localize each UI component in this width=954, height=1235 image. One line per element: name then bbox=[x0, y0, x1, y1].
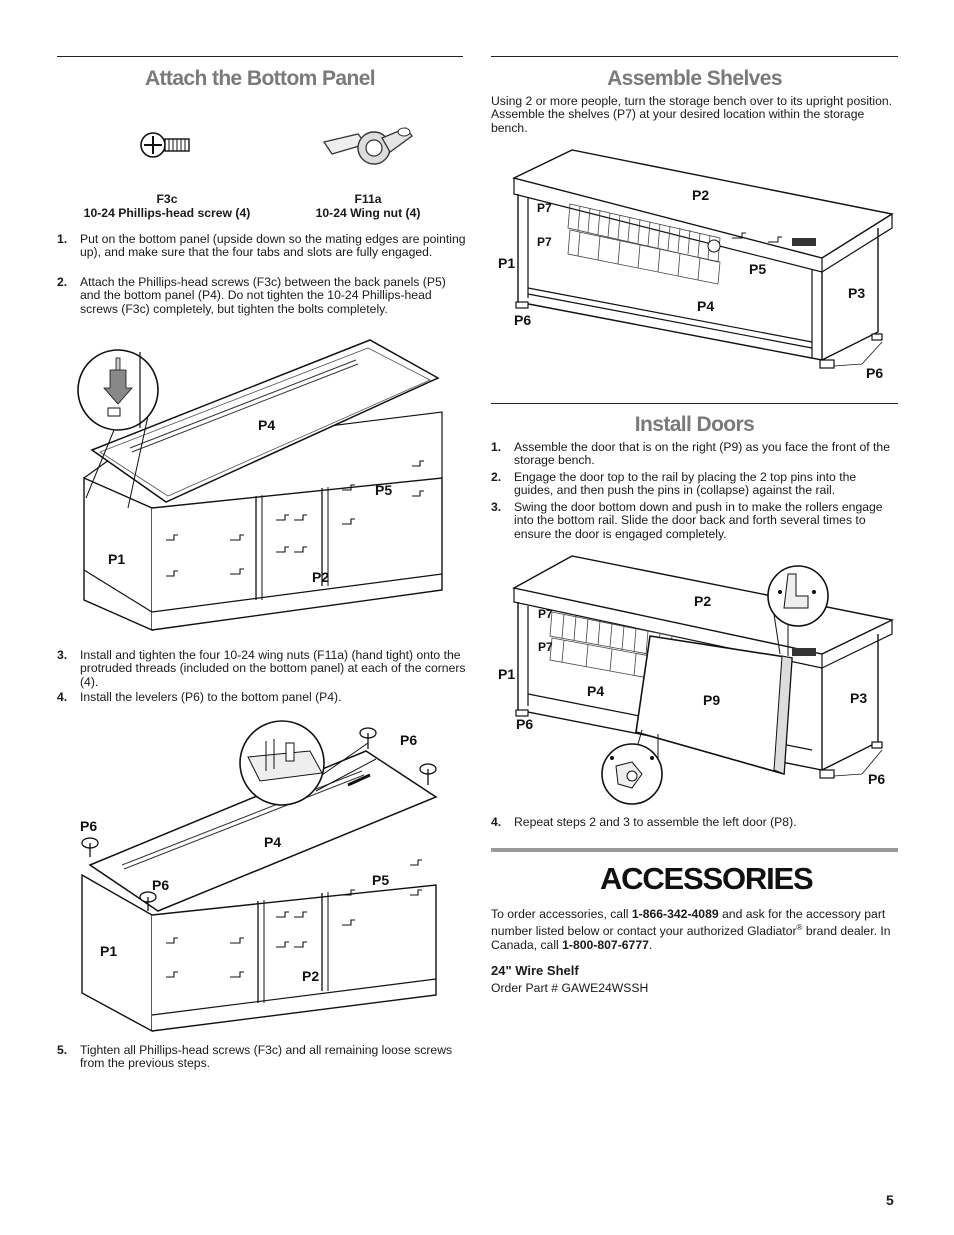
fig3-label-p1: P1 bbox=[498, 255, 515, 271]
fig4-label-p7-top: P7 bbox=[538, 607, 553, 621]
fig1-label-p4: P4 bbox=[258, 417, 275, 433]
fig1-label-p5: P5 bbox=[375, 482, 392, 498]
step-number: 1. bbox=[491, 440, 502, 454]
phone-canada: 1-800-807-6777 bbox=[562, 937, 649, 952]
step-number: 4. bbox=[491, 815, 502, 829]
part-desc-f11a: 10-24 Wing nut (4) bbox=[315, 206, 421, 220]
accessories-title: ACCESSORIES bbox=[600, 861, 814, 896]
step-text: Install the levelers (P6) to the bottom … bbox=[80, 690, 342, 704]
fig3-label-p6-right: P6 bbox=[866, 365, 883, 381]
fig4-label-p9: P9 bbox=[703, 692, 720, 708]
fig1-label-p2: P2 bbox=[312, 569, 329, 585]
accessories-intro-4: . bbox=[648, 937, 653, 952]
step-number: 2. bbox=[491, 470, 502, 484]
figure-attach-bottom-panel: P4 P5 P1 P2 bbox=[70, 330, 460, 640]
step-text: Put on the bottom panel (upside down so … bbox=[80, 232, 466, 260]
fig2-label-p6-left: P6 bbox=[80, 818, 97, 834]
accessories-rule bbox=[491, 848, 898, 852]
figure-install-levelers: P6 P6 P6 P4 P5 P1 P2 bbox=[70, 715, 460, 1035]
phillips-screw-icon bbox=[139, 126, 193, 164]
section-title-assemble-shelves: Assemble Shelves bbox=[607, 67, 782, 90]
fig2-label-p5: P5 bbox=[372, 872, 389, 888]
install-doors-rule bbox=[491, 403, 898, 404]
fig2-label-p6-front: P6 bbox=[152, 877, 169, 893]
step-number: 2. bbox=[57, 275, 68, 289]
fig3-label-p2: P2 bbox=[692, 187, 709, 203]
part-code-f11a: F11a bbox=[354, 192, 382, 206]
fig4-label-p7-bottom: P7 bbox=[538, 640, 553, 654]
fig4-label-p6-left: P6 bbox=[516, 716, 533, 732]
phone-us: 1-866-342-4089 bbox=[631, 907, 719, 921]
left-top-rule bbox=[57, 56, 463, 57]
step-number: 4. bbox=[57, 690, 68, 704]
step-text: Repeat steps 2 and 3 to assemble the lef… bbox=[514, 815, 797, 829]
registered-mark: ® bbox=[796, 923, 803, 933]
step-text: Engage the door top to the rail by placi… bbox=[514, 470, 857, 498]
step-number: 5. bbox=[57, 1043, 68, 1057]
part-caption-f3c: F3c 10-24 Phillips-head screw (4) bbox=[57, 192, 277, 220]
fig4-label-p4: P4 bbox=[587, 683, 604, 699]
wing-nut-icon bbox=[318, 118, 418, 170]
fig3-label-p4: P4 bbox=[697, 298, 714, 314]
step-number: 3. bbox=[57, 648, 68, 662]
accessories-intro: To order accessories, call 1-866-342-408… bbox=[491, 907, 898, 952]
fig2-label-p4: P4 bbox=[264, 834, 281, 850]
fig2-label-p2: P2 bbox=[302, 968, 319, 984]
accessory-item-name: 24" Wire Shelf bbox=[491, 963, 579, 978]
shelves-intro: Using 2 or more people, turn the storage… bbox=[491, 94, 893, 135]
fig3-label-p6-left: P6 bbox=[514, 312, 531, 328]
fig3-label-p3: P3 bbox=[848, 285, 865, 301]
step-number: 1. bbox=[57, 232, 68, 246]
part-caption-f11a: F11a 10-24 Wing nut (4) bbox=[268, 192, 468, 220]
fig4-label-p1: P1 bbox=[498, 666, 515, 682]
fig1-label-p1: P1 bbox=[108, 551, 125, 567]
figure-assemble-shelves: P7 P7 P2 P1 P5 P3 P4 P6 P6 bbox=[492, 142, 898, 382]
accessories-intro-3: brand dealer. In Canada, call bbox=[491, 924, 891, 952]
fig2-label-p1: P1 bbox=[100, 943, 117, 959]
fig4-label-p3: P3 bbox=[850, 690, 867, 706]
fig2-label-p6-right: P6 bbox=[400, 732, 417, 748]
fig4-label-p6-right: P6 bbox=[868, 771, 885, 787]
step-text: Attach the Phillips-head screws (F3c) be… bbox=[80, 275, 446, 316]
step-text: Tighten all Phillips-head screws (F3c) a… bbox=[80, 1043, 453, 1071]
step-text: Swing the door bottom down and push in t… bbox=[514, 500, 883, 541]
accessories-intro-2: and ask for the accessory part number li… bbox=[491, 907, 886, 939]
step-number: 3. bbox=[491, 500, 502, 514]
step-text: Assemble the door that is on the right (… bbox=[514, 440, 890, 468]
part-desc-f3c: 10-24 Phillips-head screw (4) bbox=[83, 206, 251, 220]
part-code-f3c: F3c bbox=[156, 192, 178, 206]
fig3-label-p7-top: P7 bbox=[537, 201, 552, 215]
section-title-attach-bottom-panel: Attach the Bottom Panel bbox=[144, 67, 376, 90]
right-top-rule bbox=[491, 56, 898, 57]
fig3-label-p7-bottom: P7 bbox=[537, 235, 552, 249]
accessories-intro-1: To order accessories, call bbox=[491, 907, 632, 921]
fig4-label-p2: P2 bbox=[694, 593, 711, 609]
step-text: Install and tighten the four 10-24 wing … bbox=[80, 648, 466, 689]
accessory-item-part: Order Part # GAWE24WSSH bbox=[491, 981, 649, 995]
fig3-label-p5: P5 bbox=[749, 261, 766, 277]
section-title-install-doors: Install Doors bbox=[634, 413, 755, 436]
figure-install-doors: P7 P7 P2 P1 P4 P9 P3 P6 P6 bbox=[492, 552, 898, 807]
page-number: 5 bbox=[886, 1192, 894, 1208]
